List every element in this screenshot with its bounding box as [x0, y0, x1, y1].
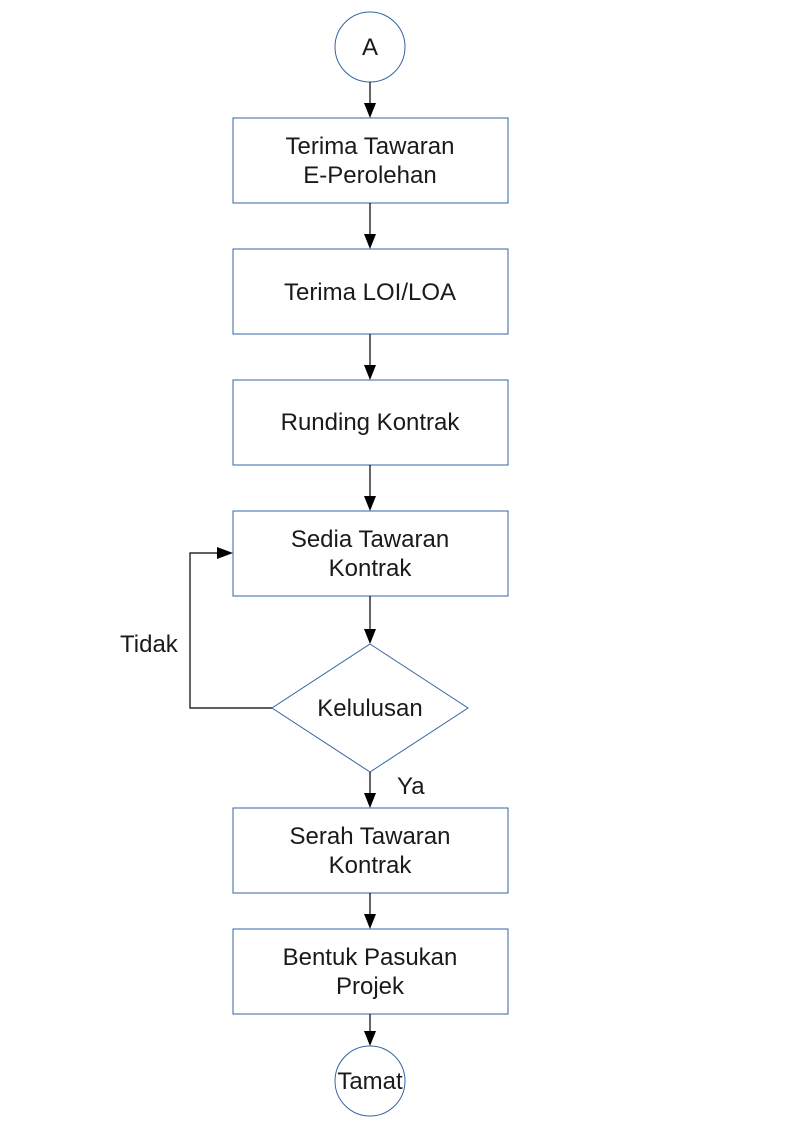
step-6-line-1: Bentuk Pasukan: [283, 944, 458, 971]
arrowhead: [364, 629, 376, 644]
step-5-line-1: Serah Tawaran: [290, 823, 451, 850]
connector-step-4-to-decision: [364, 596, 376, 644]
arrowhead: [364, 914, 376, 929]
connector-step-3-to-step-4: [364, 465, 376, 511]
step-3-line-1: Runding Kontrak: [281, 409, 461, 436]
decision-label: Kelulusan: [317, 695, 422, 722]
arrowhead: [364, 103, 376, 118]
arrowhead: [364, 793, 376, 808]
connector-start-to-step-1: [364, 82, 376, 118]
step-2-line-1: Terima LOI/LOA: [284, 279, 456, 306]
step-sedia-tawaran-kontrak: Sedia Tawaran Kontrak: [232, 510, 509, 597]
step-bentuk-pasukan-projek: Bentuk Pasukan Projek: [232, 928, 509, 1015]
connector-step-6-to-end: [364, 1014, 376, 1046]
step-serah-tawaran-kontrak: Serah Tawaran Kontrak: [232, 807, 509, 894]
step-4-line-2: Kontrak: [329, 555, 413, 582]
branch-label-yes: Ya: [397, 773, 425, 800]
decision-kelulusan: Kelulusan: [271, 643, 469, 773]
step-terima-loi-loa: Terima LOI/LOA: [232, 248, 509, 335]
start-connector-label: A: [362, 34, 378, 61]
arrowhead: [364, 365, 376, 380]
connector-decision-no-loop: [189, 547, 272, 709]
arrowhead: [217, 547, 233, 559]
arrowhead: [364, 1031, 376, 1046]
connector-step-1-to-step-2: [364, 203, 376, 249]
step-5-line-2: Kontrak: [329, 852, 413, 879]
connector-decision-yes-to-step-5: [364, 772, 376, 808]
connector-step-5-to-step-6: [364, 893, 376, 929]
step-1-line-2: E-Perolehan: [303, 162, 436, 189]
arrowhead: [364, 496, 376, 511]
end-connector-label: Tamat: [337, 1068, 403, 1095]
step-terima-tawaran: Terima Tawaran E-Perolehan: [232, 117, 509, 204]
connector-step-2-to-step-3: [364, 334, 376, 380]
branch-label-no: Tidak: [120, 631, 179, 658]
start-connector: A: [334, 11, 406, 83]
arrowhead: [364, 234, 376, 249]
end-connector: Tamat: [334, 1045, 406, 1117]
step-runding-kontrak: Runding Kontrak: [232, 379, 509, 466]
step-4-line-1: Sedia Tawaran: [291, 526, 449, 553]
step-6-line-2: Projek: [336, 973, 405, 1000]
step-1-line-1: Terima Tawaran: [286, 133, 455, 160]
